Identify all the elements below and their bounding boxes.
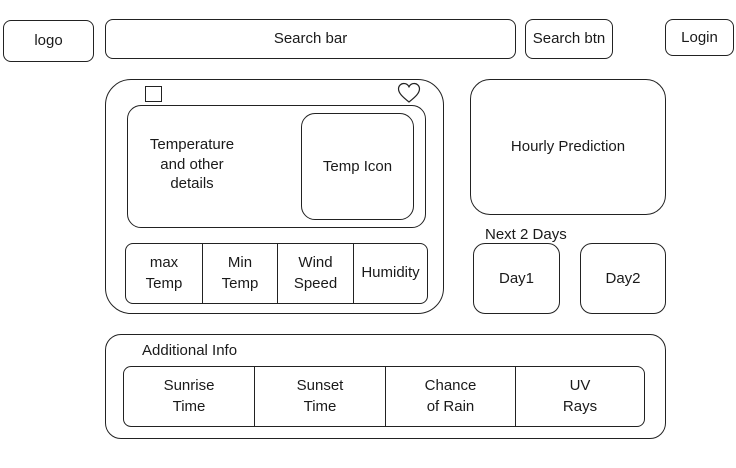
- next-days-title: Next 2 Days: [485, 226, 567, 243]
- temp-icon: Temp Icon: [301, 113, 414, 220]
- day2-label: Day2: [605, 269, 641, 287]
- login-button[interactable]: Login: [665, 19, 734, 56]
- logo[interactable]: logo: [3, 20, 94, 62]
- search-button-label: Search btn: [532, 30, 606, 48]
- weather-stats-row: max Temp Min Temp Wind Speed Humidity: [125, 243, 428, 304]
- search-input-label: Search bar: [273, 30, 348, 48]
- additional-info-title: Additional Info: [142, 342, 238, 359]
- heart-icon[interactable]: [397, 82, 421, 104]
- hourly-prediction-panel: Hourly Prediction: [470, 79, 666, 215]
- stat-humidity: Humidity: [353, 244, 427, 303]
- stat-wind-speed: Wind Speed: [277, 244, 353, 303]
- day1-label: Day1: [498, 269, 535, 287]
- logo-label: logo: [34, 32, 63, 50]
- temperature-details: Temperature and other details: [149, 136, 235, 192]
- day1-card[interactable]: Day1: [473, 243, 560, 314]
- search-input[interactable]: Search bar: [105, 19, 516, 59]
- search-button[interactable]: Search btn: [525, 19, 613, 59]
- info-uv-rays: UV Rays: [515, 367, 644, 426]
- info-sunrise-time: Sunrise Time: [163, 377, 215, 415]
- square-checkbox-icon[interactable]: [145, 86, 162, 102]
- stat-max-temp: max Temp: [145, 254, 183, 292]
- additional-info-row: Sunrise Time Sunset Time Chance of Rain …: [123, 366, 645, 427]
- hourly-prediction-label: Hourly Prediction: [510, 138, 626, 156]
- temp-icon-label: Temp Icon: [322, 157, 393, 175]
- login-button-label: Login: [681, 28, 718, 46]
- info-sunset-time: Sunset Time: [254, 367, 385, 426]
- stat-min-temp: Min Temp: [202, 244, 277, 303]
- day2-card[interactable]: Day2: [580, 243, 666, 314]
- info-chance-of-rain: Chance of Rain: [385, 367, 515, 426]
